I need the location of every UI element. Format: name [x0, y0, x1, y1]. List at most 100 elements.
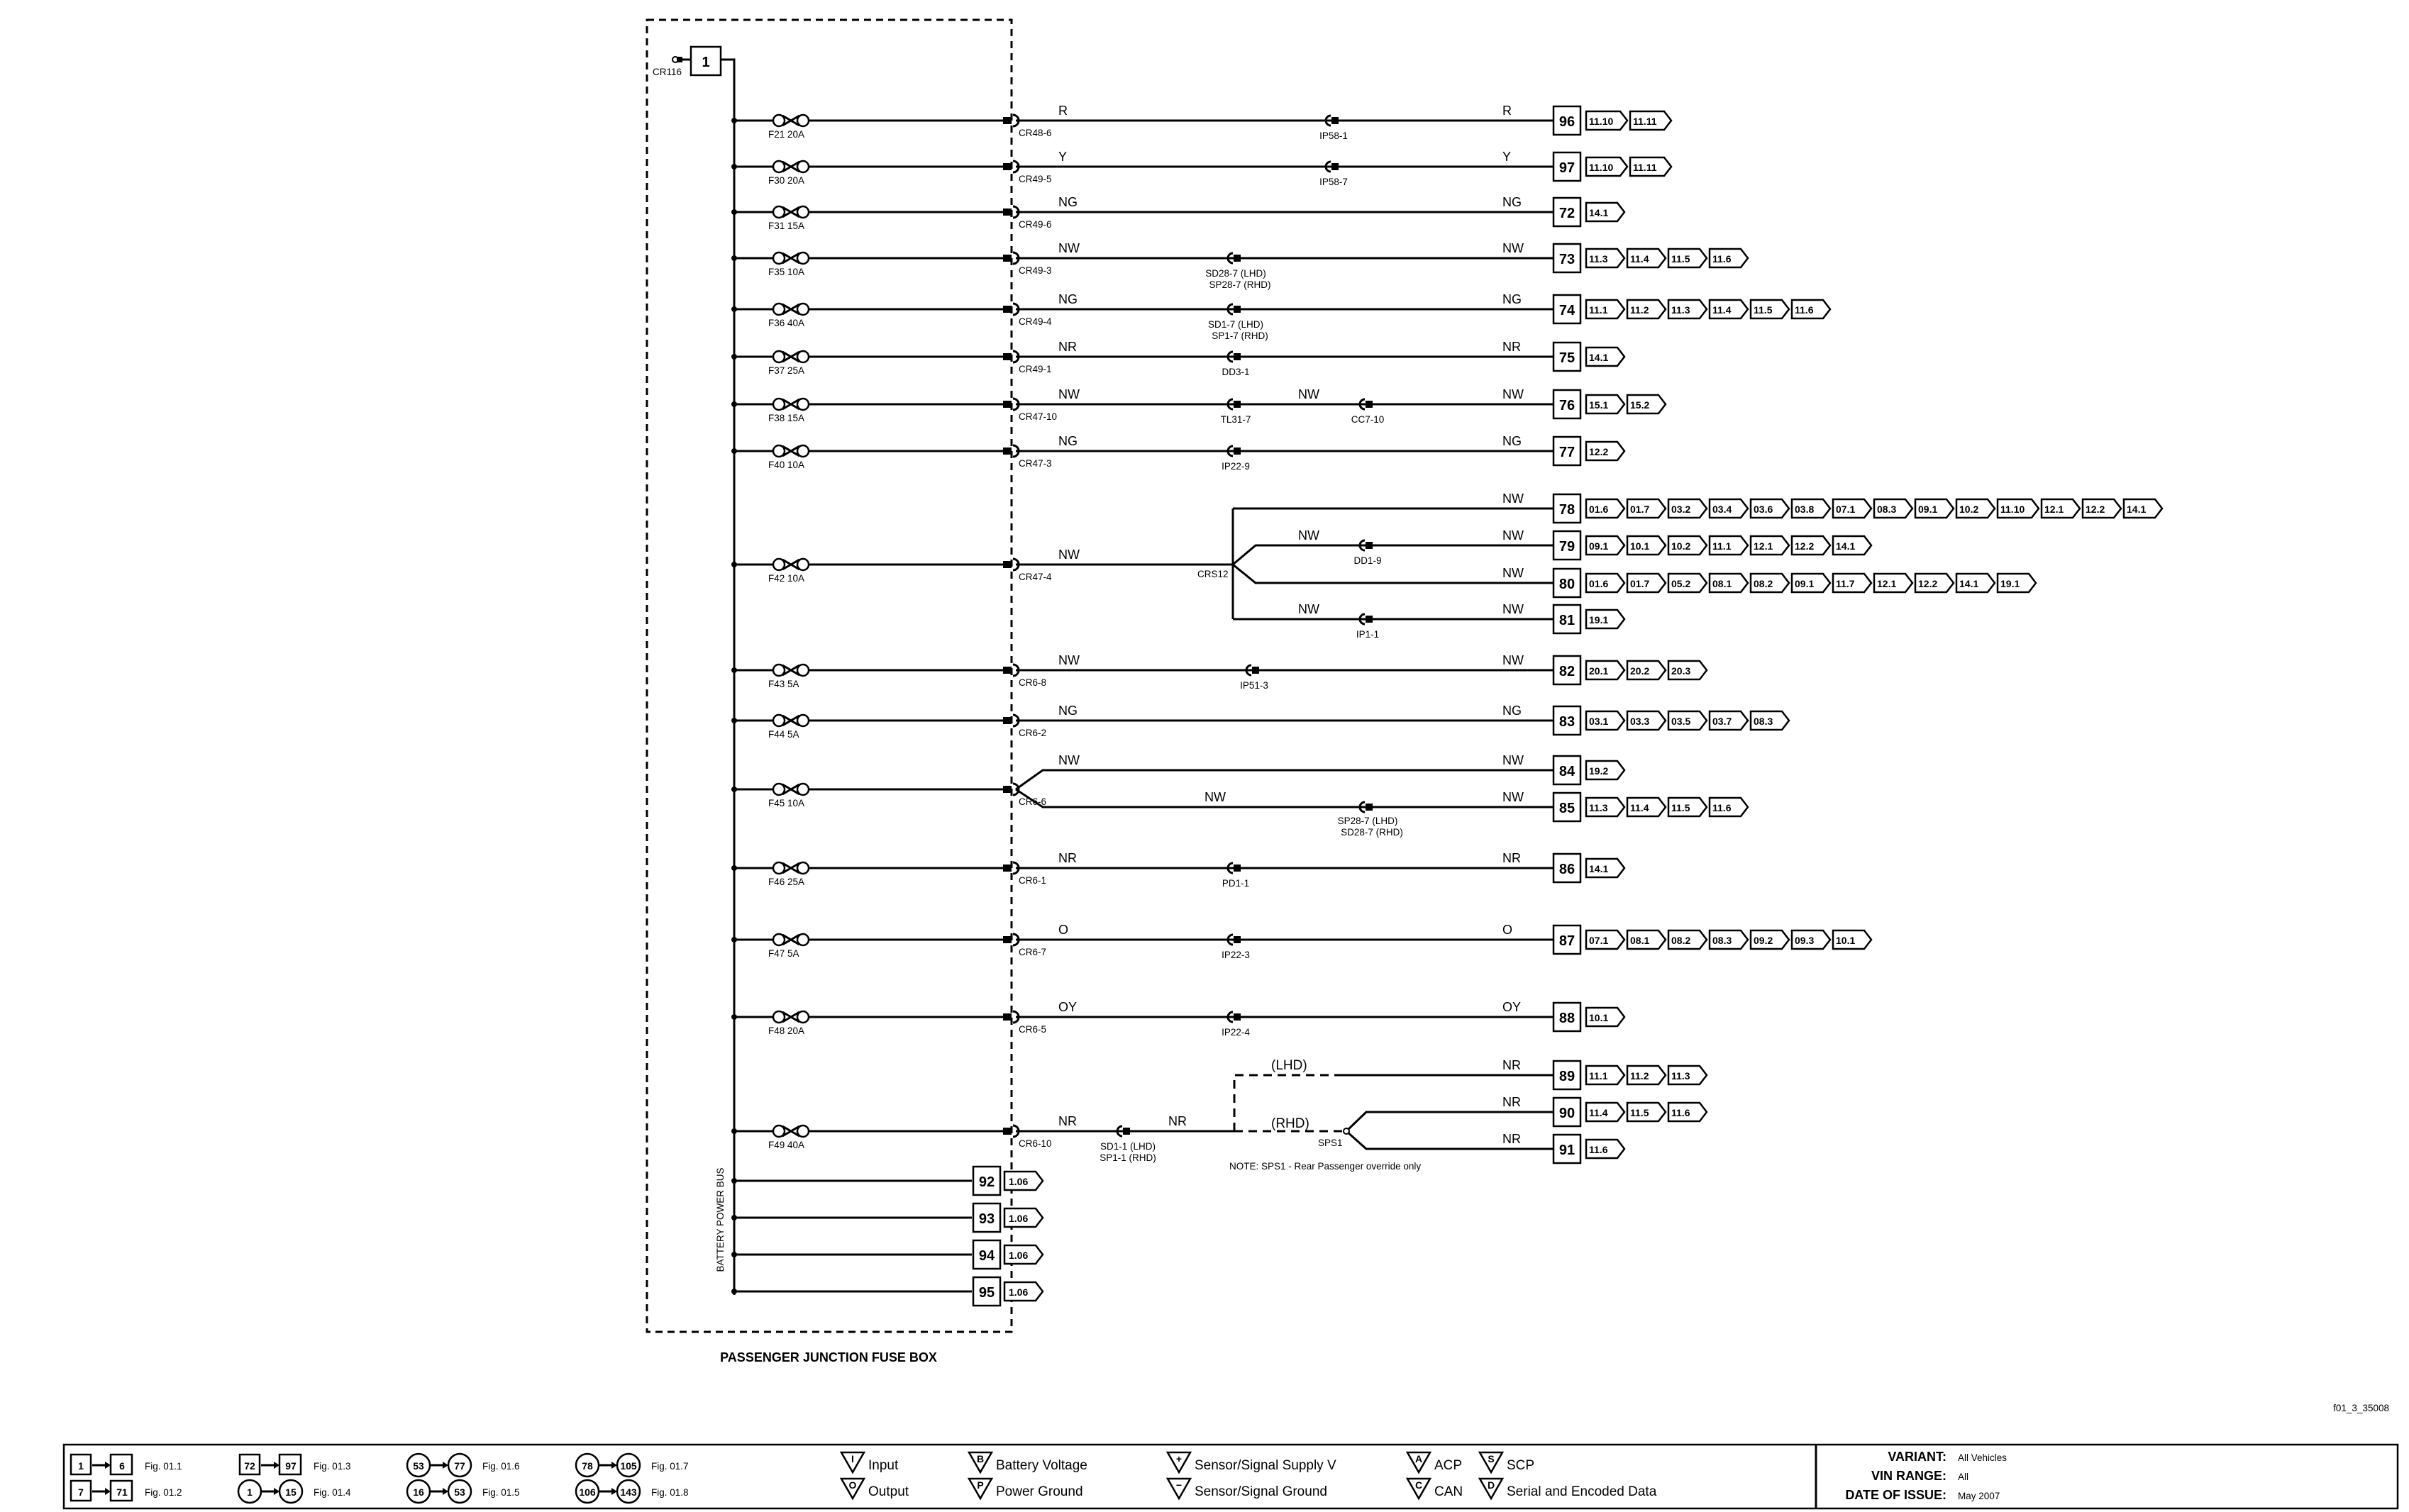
page-ref-label: 11.6	[1712, 253, 1732, 265]
page-ref-arrow	[1749, 572, 1790, 594]
fig-ref-from: 1	[78, 1460, 84, 1472]
fusebox-pin	[1003, 717, 1012, 724]
splice-connector	[1226, 350, 1234, 363]
page-ref-arrow	[1790, 299, 1832, 320]
splice-connector	[1358, 398, 1366, 411]
splice-connector	[1116, 1125, 1123, 1138]
bus-node	[731, 118, 737, 123]
splice-label: IP22-9	[1222, 461, 1250, 472]
page-ref-label: 03.1	[1589, 716, 1608, 727]
page-ref-label: 11.4	[1712, 304, 1732, 316]
signal-type-glyph: D	[1488, 1479, 1495, 1491]
page-ref-label: 10.1	[1630, 540, 1649, 552]
page-ref-label: 1.06	[1009, 1176, 1028, 1187]
wire-color-label: NG	[1058, 195, 1078, 209]
bus-node	[731, 865, 737, 871]
fig-ref-from: 53	[413, 1460, 424, 1472]
splice-label: IP58-7	[1319, 177, 1348, 187]
signal-type-icon	[1165, 1477, 1192, 1501]
signal-type-glyph: B	[977, 1453, 984, 1464]
splice-label: SD28-7 (RHD)	[1341, 827, 1403, 838]
page-ref-label: 03.6	[1754, 504, 1773, 515]
bus-node	[731, 255, 737, 261]
bus-node	[731, 562, 737, 567]
fig-ref-to: 53	[454, 1486, 465, 1498]
fusebox-pin	[1003, 209, 1012, 216]
splice-connector	[1358, 539, 1366, 552]
info-label: DATE OF ISSUE:	[1845, 1488, 1946, 1502]
splice-label: IP1-1	[1356, 629, 1379, 640]
splice-label: PD1-1	[1222, 878, 1249, 889]
terminal-box	[1552, 243, 1582, 274]
page-ref-label: 19.1	[1589, 614, 1608, 626]
fusebox-pin	[1003, 255, 1012, 262]
page-ref-arrow	[1667, 498, 1708, 519]
page-ref-arrow	[1749, 710, 1790, 731]
connector-label: CR49-4	[1019, 316, 1052, 327]
splice-connector	[1358, 801, 1366, 813]
fuse-label: F35 10A	[768, 267, 804, 277]
page-ref-arrow	[1708, 796, 1749, 818]
page-ref-arrow	[1708, 535, 1749, 556]
fig-ref-to: 15	[285, 1486, 297, 1498]
splice-connector	[1234, 936, 1241, 943]
fig-ref-to: 6	[119, 1460, 125, 1472]
bus-terminal-box	[972, 1165, 1002, 1196]
wire-color-label: OY	[1058, 1000, 1077, 1014]
signal-type-icon	[967, 1477, 994, 1501]
wire-color-label: R	[1058, 104, 1068, 118]
fig-ref-from: 72	[244, 1460, 255, 1472]
splice-connector	[1331, 163, 1339, 170]
bus-node	[731, 209, 737, 215]
terminal-number: 88	[1559, 1011, 1575, 1026]
splice-label: IP22-4	[1222, 1027, 1250, 1038]
fuse-terminal	[772, 933, 786, 947]
fuse-terminal	[796, 663, 810, 677]
terminal-box	[1552, 294, 1582, 325]
wire-color-label: NR	[1168, 1114, 1187, 1128]
terminal-box	[1552, 567, 1582, 599]
fusebox-pin	[1003, 353, 1012, 360]
page-ref-arrow	[1873, 498, 1914, 519]
page-ref-label: 09.1	[1918, 504, 1937, 515]
terminal-box	[1552, 655, 1582, 686]
page-ref-arrow	[1626, 1101, 1667, 1123]
wire	[1344, 1111, 1554, 1150]
wire-color-label: NG	[1502, 195, 1522, 209]
page-ref-label: 14.1	[1589, 352, 1608, 363]
page-ref-arrow	[1585, 498, 1626, 519]
signal-type-label: Power Ground	[996, 1484, 1083, 1499]
fuse-terminal	[796, 302, 810, 316]
fig-ref-label: Fig. 01.5	[482, 1487, 520, 1498]
fuse-icon	[782, 445, 800, 457]
page-ref-label: 14.1	[1589, 863, 1608, 874]
fuse-label: F45 10A	[768, 798, 804, 808]
fusebox-pin	[1012, 782, 1020, 796]
page-ref-label: 11.2	[1630, 1070, 1649, 1082]
wire-color-label: NW	[1058, 653, 1080, 667]
page-ref-label: 08.1	[1712, 578, 1732, 589]
splice-connector	[1366, 616, 1373, 623]
page-ref-label: 12.1	[2044, 504, 2064, 515]
connector-label: CR47-4	[1019, 572, 1052, 582]
terminal-box	[1552, 852, 1582, 884]
connector-label: CR49-3	[1019, 265, 1052, 276]
page-ref-label: 15.1	[1589, 399, 1608, 411]
bus-node	[731, 667, 737, 673]
splice-label: SP28-7 (LHD)	[1338, 816, 1398, 826]
wire-color-label: NW	[1298, 602, 1319, 616]
terminal-number: 97	[1559, 160, 1575, 176]
page-ref-arrow	[1585, 201, 1626, 223]
signal-type-label: Output	[868, 1484, 909, 1499]
fusebox-pin	[1003, 786, 1012, 793]
fig-ref-box	[278, 1453, 302, 1476]
connector-label: CR6-1	[1019, 875, 1046, 886]
fig-ref-label: Fig. 01.8	[651, 1487, 689, 1498]
page-ref-label: 07.1	[1589, 935, 1608, 946]
fusebox-pin	[1003, 1128, 1012, 1135]
fuse-terminal	[772, 713, 786, 728]
page-ref-label: 09.3	[1795, 935, 1814, 946]
page-ref-label: 01.6	[1589, 578, 1608, 589]
splice-connector	[1226, 933, 1234, 946]
page-ref-arrow	[1585, 110, 1629, 131]
